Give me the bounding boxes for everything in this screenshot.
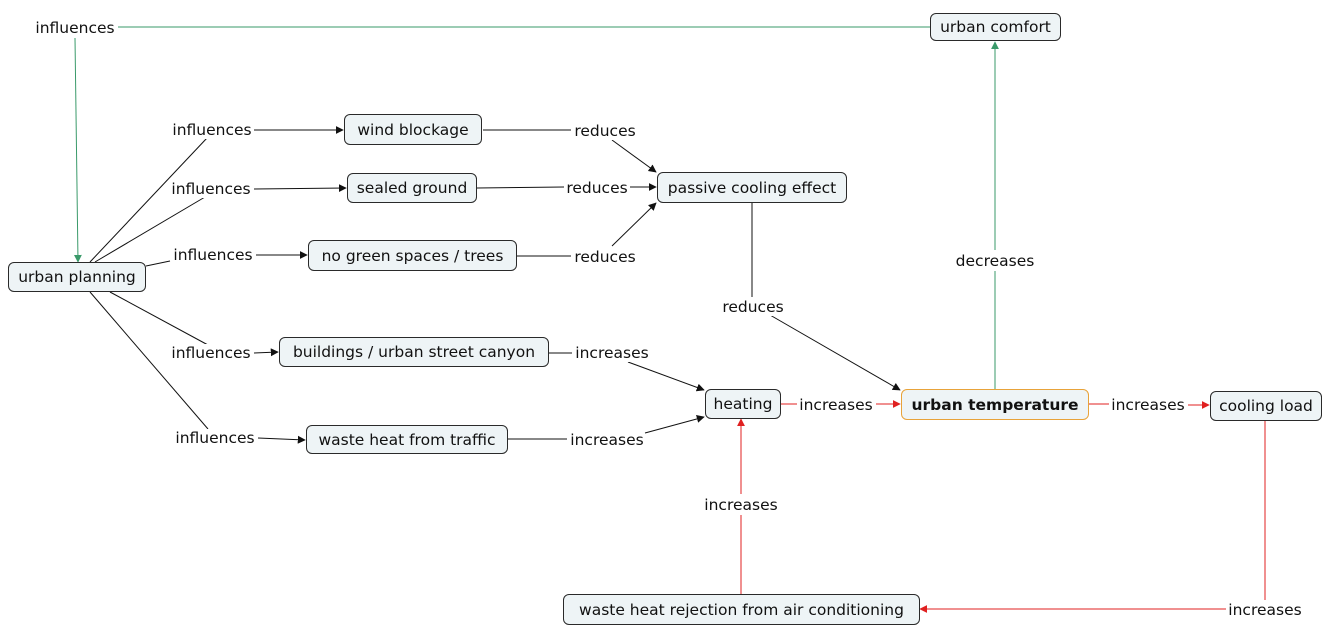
node-heating[interactable]: heating	[705, 389, 781, 419]
label-ac-increases: increases	[703, 496, 779, 514]
label-planning-green: influences	[172, 246, 254, 264]
label-planning-wind: influences	[171, 121, 253, 139]
edge-influences-to-planning	[73, 37, 82, 263]
node-passive-cooling[interactable]: passive cooling effect	[657, 172, 847, 203]
label-wind-reduces: reduces	[573, 122, 637, 140]
node-buildings[interactable]: buildings / urban street canyon	[279, 337, 549, 367]
node-sealed-ground[interactable]: sealed ground	[347, 173, 477, 203]
label-planning-traffic: influences	[174, 429, 256, 447]
edge-planning-to-influences-3	[145, 260, 171, 267]
node-cooling-load[interactable]: cooling load	[1210, 391, 1322, 421]
edge-planning-to-influences-2	[94, 196, 206, 263]
node-urban-comfort[interactable]: urban comfort	[930, 13, 1061, 41]
node-urban-planning[interactable]: urban planning	[8, 262, 146, 292]
edge-influences-2-to-sealed	[253, 184, 347, 193]
label-planning-sealed: influences	[170, 180, 252, 198]
edge-influences-4-to-buildings	[253, 348, 279, 357]
label-passive-reduces: reduces	[721, 298, 785, 316]
node-urban-temperature[interactable]: urban temperature	[901, 389, 1089, 420]
label-temp-decreases: decreases	[954, 252, 1036, 270]
node-wind-blockage[interactable]: wind blockage	[344, 114, 482, 145]
label-traffic-increases: increases	[569, 431, 645, 449]
label-planning-buildings: influences	[170, 344, 252, 362]
label-cooling-increases: increases	[1227, 601, 1303, 619]
edge-planning-to-influences-5	[89, 291, 209, 430]
edge-sealed-to-reduces	[476, 186, 565, 189]
edge-planning-to-influences-4	[109, 291, 209, 346]
label-sealed-reduces: reduces	[565, 179, 629, 197]
node-waste-heat-ac[interactable]: waste heat rejection from air conditioni…	[563, 594, 920, 625]
edge-increases-to-heating-1	[627, 361, 705, 392]
edge-increases-to-heating-2	[644, 415, 705, 434]
label-comfort-influences: influences	[34, 19, 116, 37]
edge-reduces-to-temp	[769, 314, 901, 391]
label-heating-increases: increases	[798, 396, 874, 414]
edge-planning-to-influences-1	[89, 137, 208, 263]
edge-reduces-to-passive-1	[611, 139, 657, 173]
node-no-green-spaces[interactable]: no green spaces / trees	[308, 240, 517, 271]
edge-reduces-to-passive-3	[611, 202, 657, 247]
node-waste-heat-traffic[interactable]: waste heat from traffic	[306, 425, 508, 454]
edge-influences-5-to-traffic	[257, 435, 306, 444]
label-green-reduces: reduces	[573, 248, 637, 266]
label-temp-increases: increases	[1110, 396, 1186, 414]
label-buildings-increases: increases	[574, 344, 650, 362]
